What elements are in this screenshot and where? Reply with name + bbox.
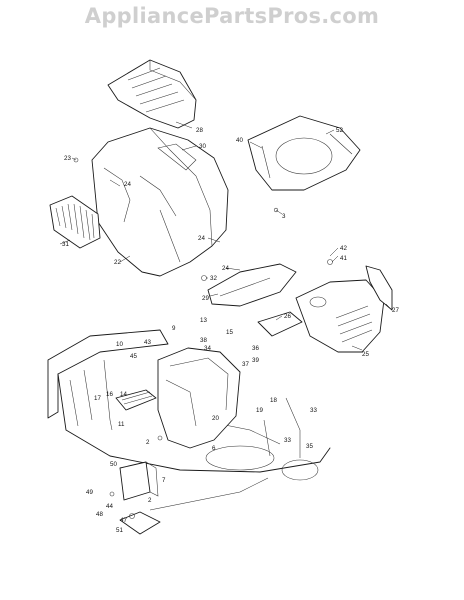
callout-17: 17 [94,395,101,402]
watermark: AppliancePartsPros.com [84,4,380,28]
lower-panel [207,263,297,307]
front-nose [295,279,385,353]
steering-console [157,347,241,449]
callout-2: 2 [148,497,152,504]
callout-38: 38 [200,337,207,344]
leader-lines [59,121,391,351]
callout-24: 24 [124,181,131,188]
callout-50: 50 [110,461,117,468]
side-fin [365,265,393,311]
callout-24: 24 [198,235,205,242]
linkage-rods [103,359,301,511]
callout-33: 33 [310,407,317,414]
hardware [73,157,333,519]
callout-10: 10 [116,341,123,348]
callout-42: 42 [340,245,347,252]
callout-51: 51 [116,527,123,534]
callout-14: 14 [120,391,127,398]
callout-11: 11 [118,421,125,428]
dash-panel [247,115,361,191]
callout-35: 35 [306,443,313,450]
callout-3: 3 [282,213,286,220]
callout-40: 40 [236,137,243,144]
callout-32: 32 [210,275,217,282]
hood-scoop [107,59,197,129]
callout-39: 39 [252,357,259,364]
battery-box [119,461,159,501]
callout-37: 37 [242,361,249,368]
bracket [119,511,161,535]
callout-labels: 28 30 23 24 31 22 24 40 52 3 42 41 24 32… [62,127,399,534]
callout-44: 44 [106,503,113,510]
callout-16: 16 [106,391,113,398]
callout-43: 43 [144,339,151,346]
callout-18: 18 [270,397,277,404]
callout-36: 36 [252,345,259,352]
callout-15: 15 [226,329,233,336]
callout-24: 24 [222,265,229,272]
callout-27: 27 [392,307,399,314]
callout-20: 20 [212,415,219,422]
footrest-pad [115,389,157,411]
grille-insert [49,195,101,249]
callout-47: 47 [120,517,127,524]
callout-9: 9 [172,325,176,332]
callout-28: 28 [196,127,203,134]
callout-6: 6 [212,445,216,452]
callout-33: 33 [284,437,291,444]
callout-45: 45 [130,353,137,360]
callout-25: 25 [362,351,369,358]
callout-41: 41 [340,255,347,262]
callout-26: 26 [284,313,291,320]
callout-52: 52 [336,127,343,134]
callout-34: 34 [204,345,211,352]
callout-30: 30 [199,143,206,150]
callout-2: 2 [146,439,150,446]
headlight-lens [257,311,303,337]
callout-48: 48 [96,511,103,518]
callout-22: 22 [114,259,121,266]
callout-49: 49 [86,489,93,496]
callout-29: 29 [202,295,209,302]
hood-shell [91,127,229,277]
callout-7: 7 [162,477,166,484]
callout-13: 13 [200,317,207,324]
callout-23: 23 [64,155,71,162]
callout-19: 19 [256,407,263,414]
callout-31: 31 [62,241,69,248]
